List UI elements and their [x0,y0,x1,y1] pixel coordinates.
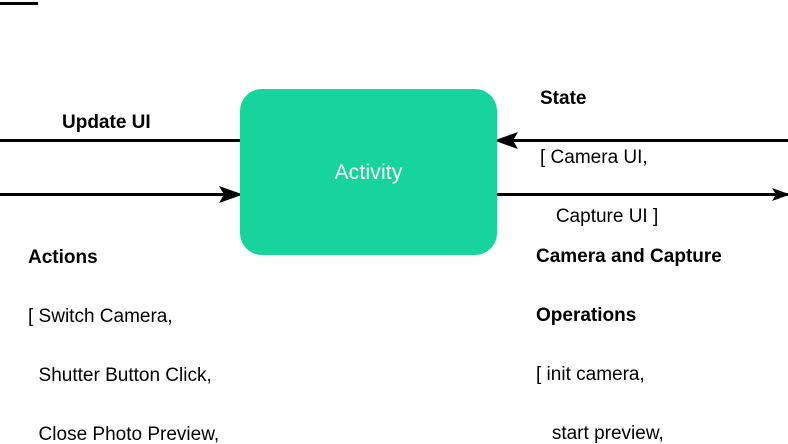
actions-block-title: Actions [28,247,98,268]
edge-operations-arrowhead [772,188,788,201]
operations-block-title-line-1: Camera and Capture [536,246,722,267]
state-block: State [ Camera UI, Capture UI ] [540,51,658,264]
activity-node-label: Activity [334,160,403,184]
edge-state-arrowhead [494,132,518,149]
operations-block-line: [ init camera, [536,364,645,385]
state-block-title: State [540,88,587,109]
edge-label-update-ui: Update UI [62,112,151,133]
operations-block-title-line-2: Operations [536,305,637,326]
edge-actions-arrowhead [219,186,243,203]
state-block-line: [ Camera UI, [540,147,648,168]
operations-block-line: start preview, [536,423,664,444]
state-block-line: Capture UI ] [540,206,659,227]
actions-block-line: Shutter Button Click, [28,365,212,386]
activity-node[interactable]: Activity [240,89,497,255]
actions-block-line: [ Switch Camera, [28,306,173,327]
crop-marker-bar [0,2,38,5]
operations-block: Camera and Capture Operations [ init cam… [536,209,722,444]
actions-block: Actions [ Switch Camera, Shutter Button … [28,210,258,444]
actions-block-line: Close Photo Preview, [28,424,220,444]
